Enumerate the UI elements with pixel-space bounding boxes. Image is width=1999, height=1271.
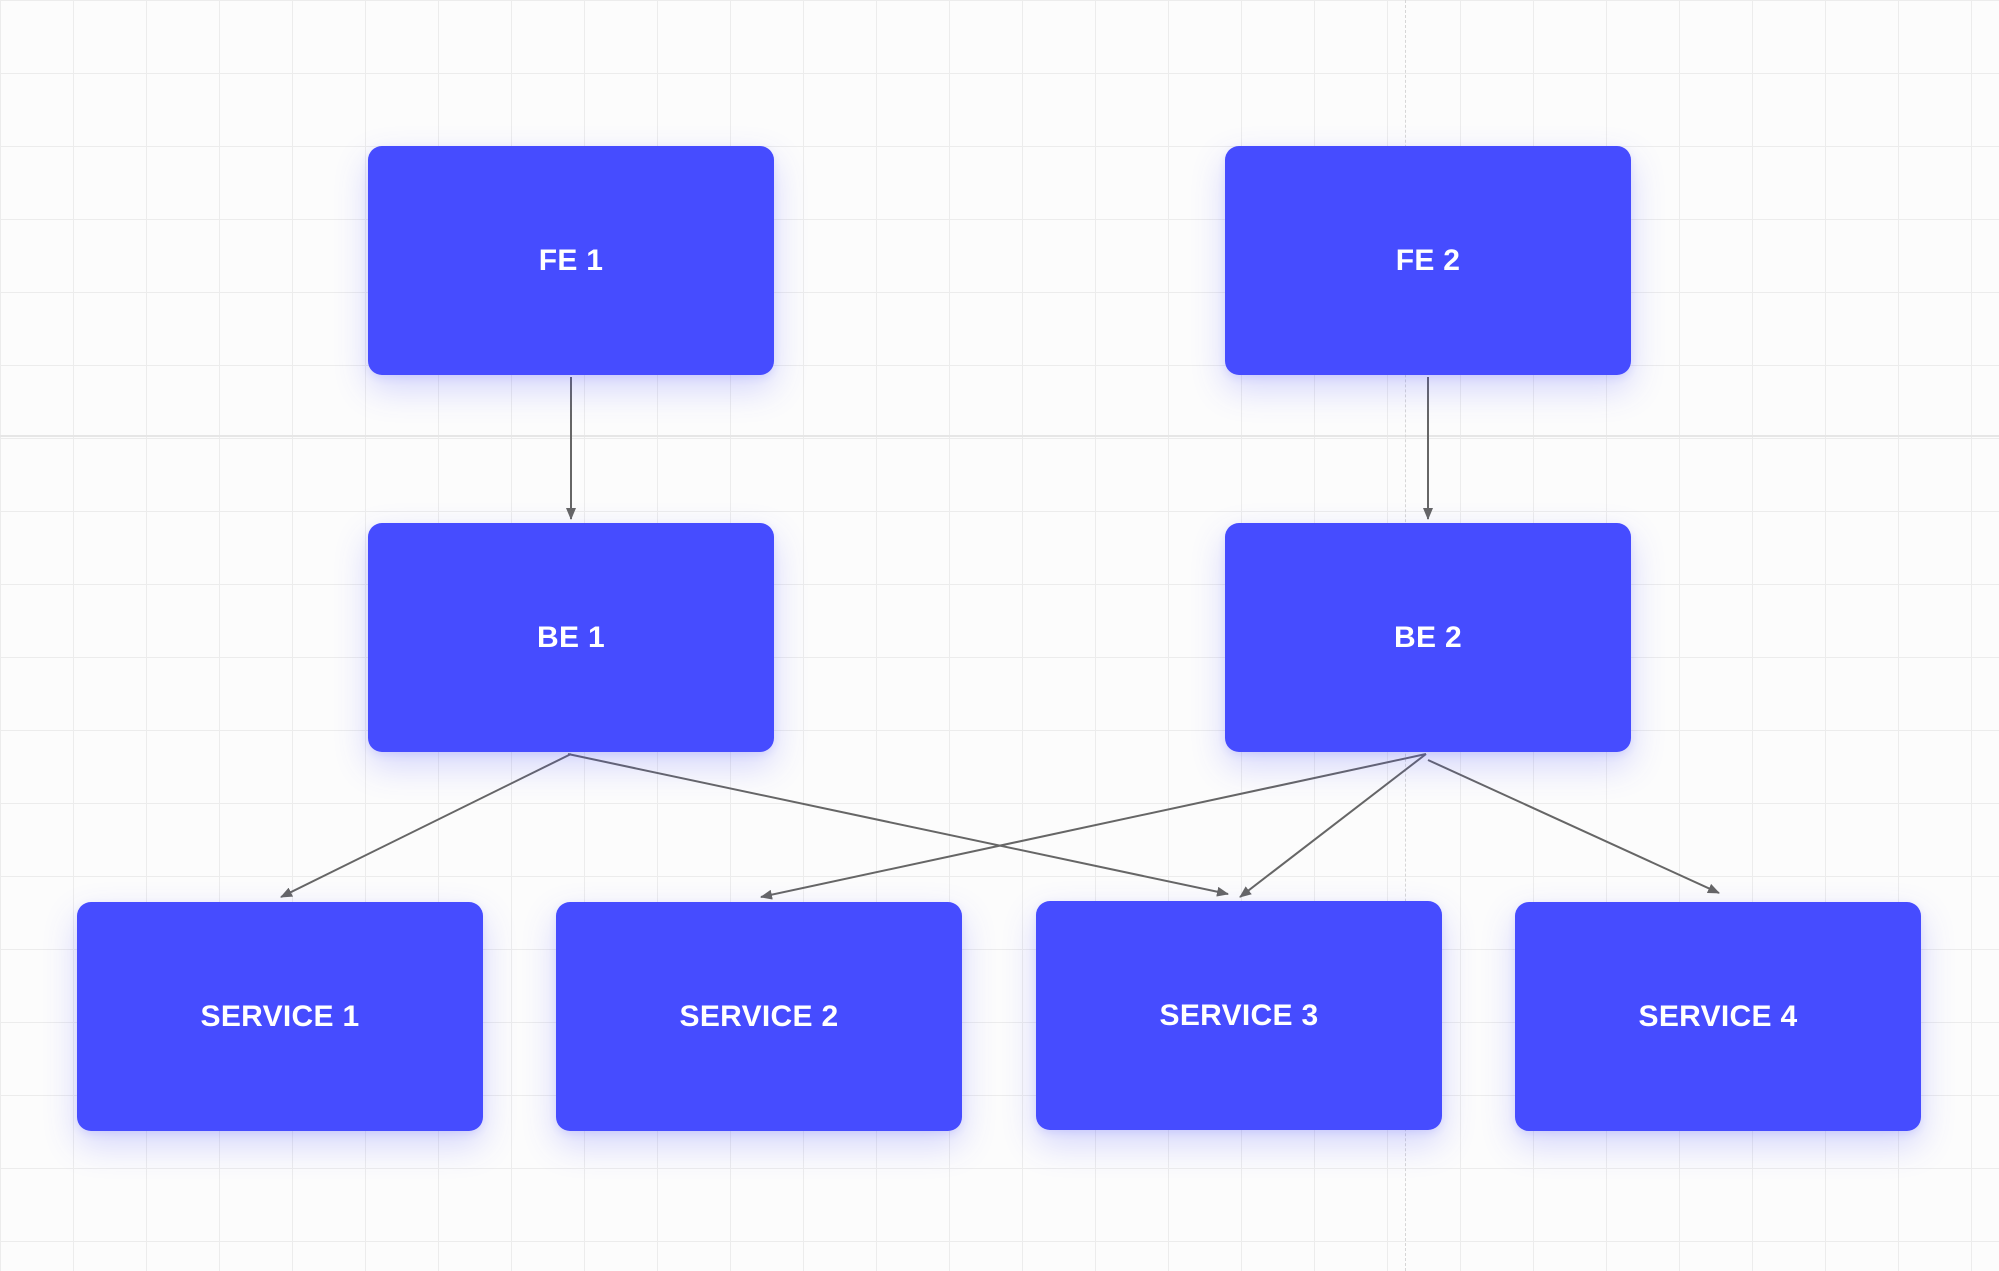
arrow-be2-to-svc3[interactable]	[1239, 753, 1427, 898]
arrow-be2-to-svc2[interactable]	[760, 753, 1427, 900]
node-service-3[interactable]: SERVICE 3	[1036, 901, 1442, 1130]
arrow-be1-to-svc1[interactable]	[280, 753, 572, 898]
grid-major-horizontal-line	[0, 435, 1999, 437]
node-be-1[interactable]: BE 1	[368, 523, 774, 752]
node-fe-1[interactable]: FE 1	[368, 146, 774, 375]
arrow-be2-to-svc4[interactable]	[1427, 759, 1720, 894]
node-service-4[interactable]: SERVICE 4	[1515, 902, 1921, 1131]
node-fe-2[interactable]: FE 2	[1225, 146, 1631, 375]
node-service-1[interactable]: SERVICE 1	[77, 902, 483, 1131]
arrow-be1-to-svc3[interactable]	[567, 753, 1229, 897]
node-be-2[interactable]: BE 2	[1225, 523, 1631, 752]
node-service-2[interactable]: SERVICE 2	[556, 902, 962, 1131]
